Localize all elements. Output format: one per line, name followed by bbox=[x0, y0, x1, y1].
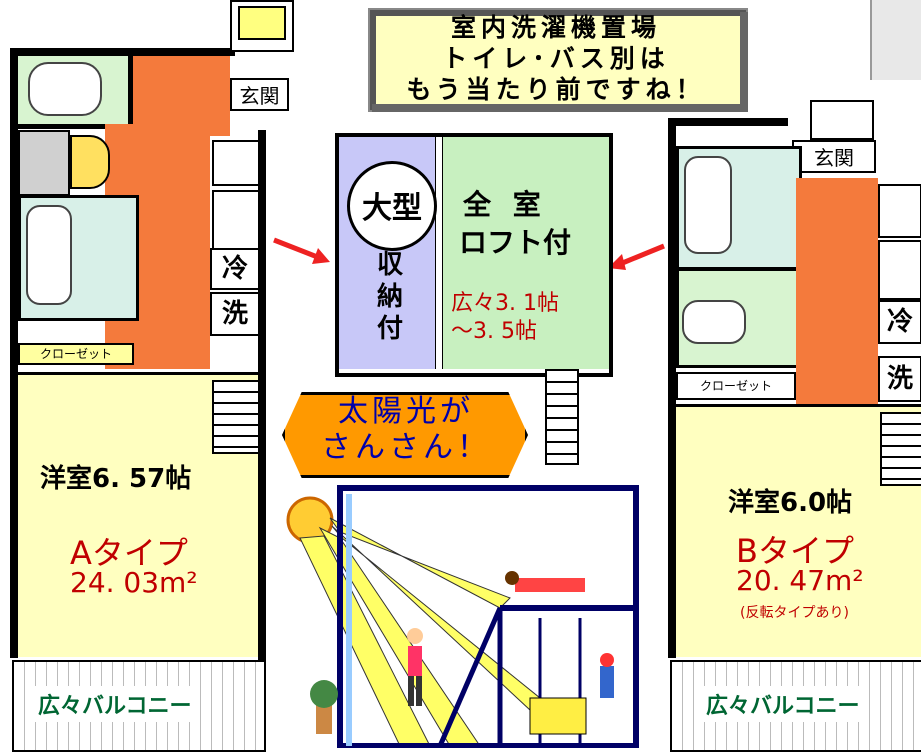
banner bbox=[368, 8, 748, 112]
balcony-label: 広々バルコニー bbox=[32, 686, 198, 722]
stove-icon bbox=[212, 140, 260, 186]
sunlight-label bbox=[282, 392, 528, 478]
fridge-label: 冷 bbox=[210, 248, 260, 290]
reverse-note: (反転タイプあり) bbox=[740, 605, 849, 621]
storage-char-2: 納 bbox=[376, 282, 403, 312]
storage-char-3: 付 bbox=[376, 314, 403, 344]
washer-label: 洗 bbox=[210, 292, 260, 336]
banner-line-1: 室内洗濯機置場 bbox=[450, 13, 661, 42]
room-label: 洋室6.0帖 bbox=[728, 488, 853, 518]
closet-label: クローゼット bbox=[676, 372, 796, 400]
basin-icon bbox=[70, 135, 110, 189]
fridge-label: 冷 bbox=[878, 300, 921, 344]
banner-text: 室内洗濯機置場 トイレ･バス別は もう当たり前ですね！ bbox=[368, 12, 744, 105]
genkan-label: 玄関 bbox=[792, 140, 876, 173]
type-label: Aタイプ bbox=[70, 534, 188, 572]
bathtub-icon bbox=[26, 205, 72, 305]
storage-text: 収 納 付 bbox=[365, 249, 415, 345]
ladder bbox=[545, 369, 579, 465]
banner-line-2: トイレ･バス別は bbox=[442, 44, 670, 73]
hallway-floor bbox=[796, 178, 878, 404]
arrow-right-icon bbox=[608, 243, 665, 270]
plan-b: 玄関 冷 洗 クローゼット 洋室6.0帖 Bタイプ 20. 47m² (反転タイ… bbox=[660, 100, 921, 754]
sunlight-section-illustration bbox=[286, 485, 639, 748]
loft-diagram: 大型 収 納 付 全 室 ロフト付 広々3. 1帖 ～3. 5帖 bbox=[335, 133, 613, 465]
loft-area bbox=[443, 137, 609, 369]
arrow-left-icon bbox=[273, 237, 330, 264]
area-label: 24. 03m² bbox=[70, 566, 198, 599]
banner-line-3: もう当たり前ですね！ bbox=[406, 75, 706, 104]
toilet-icon bbox=[28, 62, 102, 116]
badge-label: 大型 bbox=[362, 191, 422, 226]
sink-icon bbox=[212, 190, 260, 250]
storage-char-1: 収 bbox=[376, 250, 403, 280]
washer-label: 洗 bbox=[878, 356, 921, 402]
area-label: 20. 47m² bbox=[736, 564, 864, 597]
all-rooms-label: 全 室 bbox=[463, 188, 547, 221]
person-icon bbox=[407, 628, 423, 644]
plan-a: 玄関 冷 洗 クローゼット 洋室6. 57帖 Aタイプ 24. 03m² 広々バ… bbox=[0, 0, 300, 754]
room-label: 洋室6. 57帖 bbox=[40, 464, 192, 494]
loft-label: ロフト付 bbox=[459, 226, 572, 259]
balcony-label: 広々バルコニー bbox=[700, 686, 866, 722]
closet-label: クローゼット bbox=[18, 343, 134, 365]
type-label: Bタイプ bbox=[736, 532, 854, 570]
toilet-icon bbox=[682, 300, 746, 344]
stove-icon bbox=[878, 184, 921, 238]
loft-size-2: ～3. 5帖 bbox=[451, 319, 537, 344]
sunlight-line-1: 太陽光が bbox=[338, 394, 474, 429]
badge-circle bbox=[347, 161, 437, 251]
sunlight-line-2: さんさん！ bbox=[321, 430, 491, 465]
corner-photo bbox=[870, 0, 921, 80]
loft-size-1: 広々3. 1帖 bbox=[451, 291, 559, 316]
genkan-label: 玄関 bbox=[230, 78, 289, 111]
sink-icon bbox=[878, 240, 921, 300]
bathtub-icon bbox=[684, 156, 732, 254]
